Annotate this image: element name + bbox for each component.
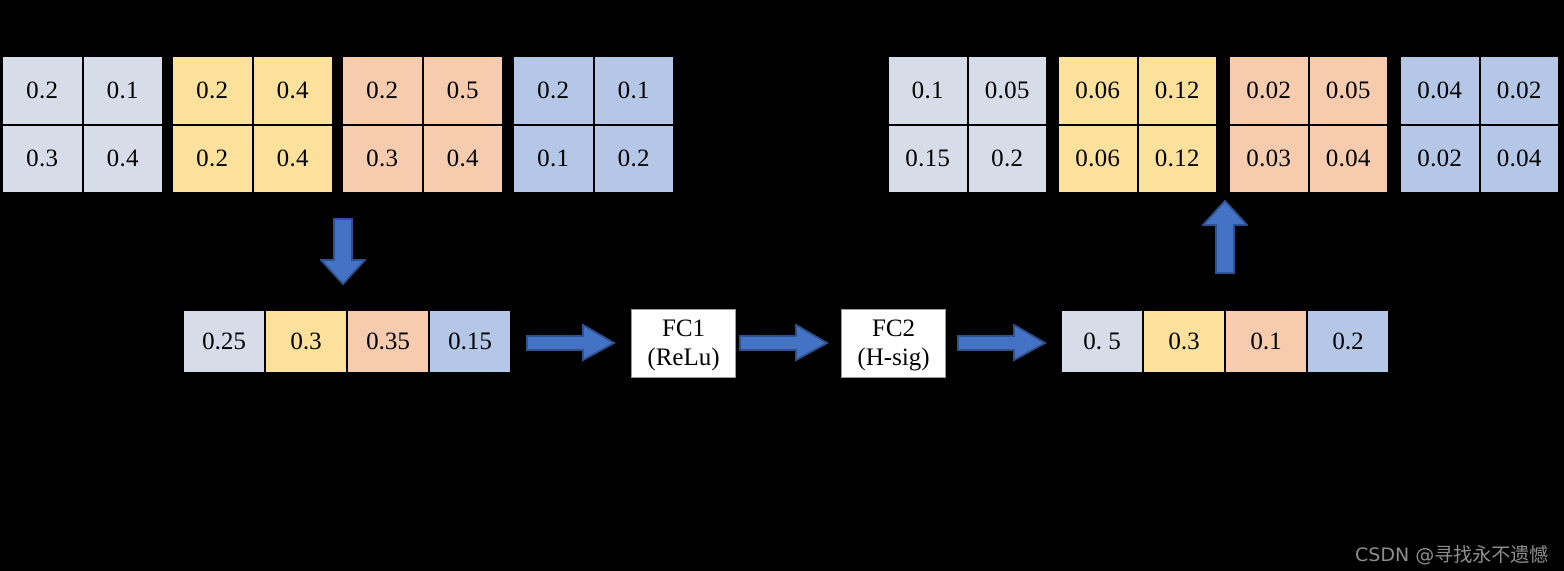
pooled-cell-2: 0.3	[265, 310, 347, 373]
weight-cell-3: 0.1	[1225, 310, 1307, 373]
matrix-cell: 0.1	[888, 56, 968, 125]
input-channel-2: 0.2 0.4 0.2 0.4	[172, 56, 333, 193]
matrix-cell: 0.5	[422, 56, 503, 125]
matrix-cell: 0.04	[1479, 124, 1559, 193]
matrix-cell: 0.04	[1308, 124, 1388, 193]
matrix-cell: 0.4	[82, 124, 163, 193]
matrix-cell: 0.1	[82, 56, 163, 125]
pooled-cell-3: 0.35	[347, 310, 429, 373]
matrix-cell: 0.4	[252, 124, 333, 193]
matrix-cell: 0.2	[513, 56, 594, 125]
matrix-cell: 0.12	[1137, 56, 1217, 125]
pooled-vector: 0.25 0.3 0.35 0.15	[183, 310, 511, 373]
arrow-fc1-to-fc2	[739, 324, 829, 362]
fc2-title: FC2	[871, 314, 916, 342]
matrix-cell: 0.1	[513, 124, 594, 193]
fc1-block: FC1 (ReLu)	[631, 309, 736, 378]
matrix-cell: 0.1	[593, 56, 674, 125]
arrow-to-fc1	[526, 324, 616, 362]
attention-weight-vector: 0. 5 0.3 0.1 0.2	[1061, 310, 1389, 373]
csdn-watermark: CSDN @寻找永不遗憾	[1355, 544, 1549, 566]
matrix-cell: 0.4	[252, 56, 333, 125]
pooled-cell-4: 0.15	[429, 310, 511, 373]
matrix-cell: 0.3	[2, 124, 83, 193]
matrix-cell: 0.02	[1229, 56, 1309, 125]
matrix-cell: 0.2	[593, 124, 674, 193]
matrix-cell: 0.3	[342, 124, 423, 193]
weight-cell-4: 0.2	[1307, 310, 1389, 373]
matrix-cell: 0.04	[1400, 56, 1480, 125]
matrix-cell: 0.2	[172, 56, 253, 125]
matrix-cell: 0.2	[2, 56, 83, 125]
fc2-activation: (H-sig)	[857, 343, 930, 371]
input-channel-3: 0.2 0.5 0.3 0.4	[342, 56, 503, 193]
pooling-arrow-down	[320, 218, 366, 286]
output-channel-4: 0.04 0.02 0.02 0.04	[1400, 56, 1559, 193]
matrix-cell: 0.06	[1058, 56, 1138, 125]
matrix-cell: 0.2	[967, 124, 1047, 193]
matrix-cell: 0.05	[1308, 56, 1388, 125]
matrix-cell: 0.4	[422, 124, 503, 193]
fc2-block: FC2 (H-sig)	[841, 309, 946, 378]
output-channel-3: 0.02 0.05 0.03 0.04	[1229, 56, 1388, 193]
matrix-cell: 0.02	[1400, 124, 1480, 193]
matrix-cell: 0.2	[172, 124, 253, 193]
matrix-cell: 0.15	[888, 124, 968, 193]
matrix-cell: 0.12	[1137, 124, 1217, 193]
output-channel-2: 0.06 0.12 0.06 0.12	[1058, 56, 1217, 193]
fc1-activation: (ReLu)	[647, 343, 720, 371]
input-channel-1: 0.2 0.1 0.3 0.4	[2, 56, 163, 193]
pooled-cell-1: 0.25	[183, 310, 265, 373]
fc1-title: FC1	[661, 314, 706, 342]
scale-arrow-up	[1202, 200, 1248, 275]
matrix-cell: 0.03	[1229, 124, 1309, 193]
matrix-cell: 0.02	[1479, 56, 1559, 125]
matrix-cell: 0.06	[1058, 124, 1138, 193]
matrix-cell: 0.2	[342, 56, 423, 125]
matrix-cell: 0.05	[967, 56, 1047, 125]
input-channel-4: 0.2 0.1 0.1 0.2	[513, 56, 674, 193]
weight-cell-1: 0. 5	[1061, 310, 1143, 373]
output-channel-1: 0.1 0.05 0.15 0.2	[888, 56, 1047, 193]
arrow-fc2-to-weights	[957, 324, 1047, 362]
weight-cell-2: 0.3	[1143, 310, 1225, 373]
